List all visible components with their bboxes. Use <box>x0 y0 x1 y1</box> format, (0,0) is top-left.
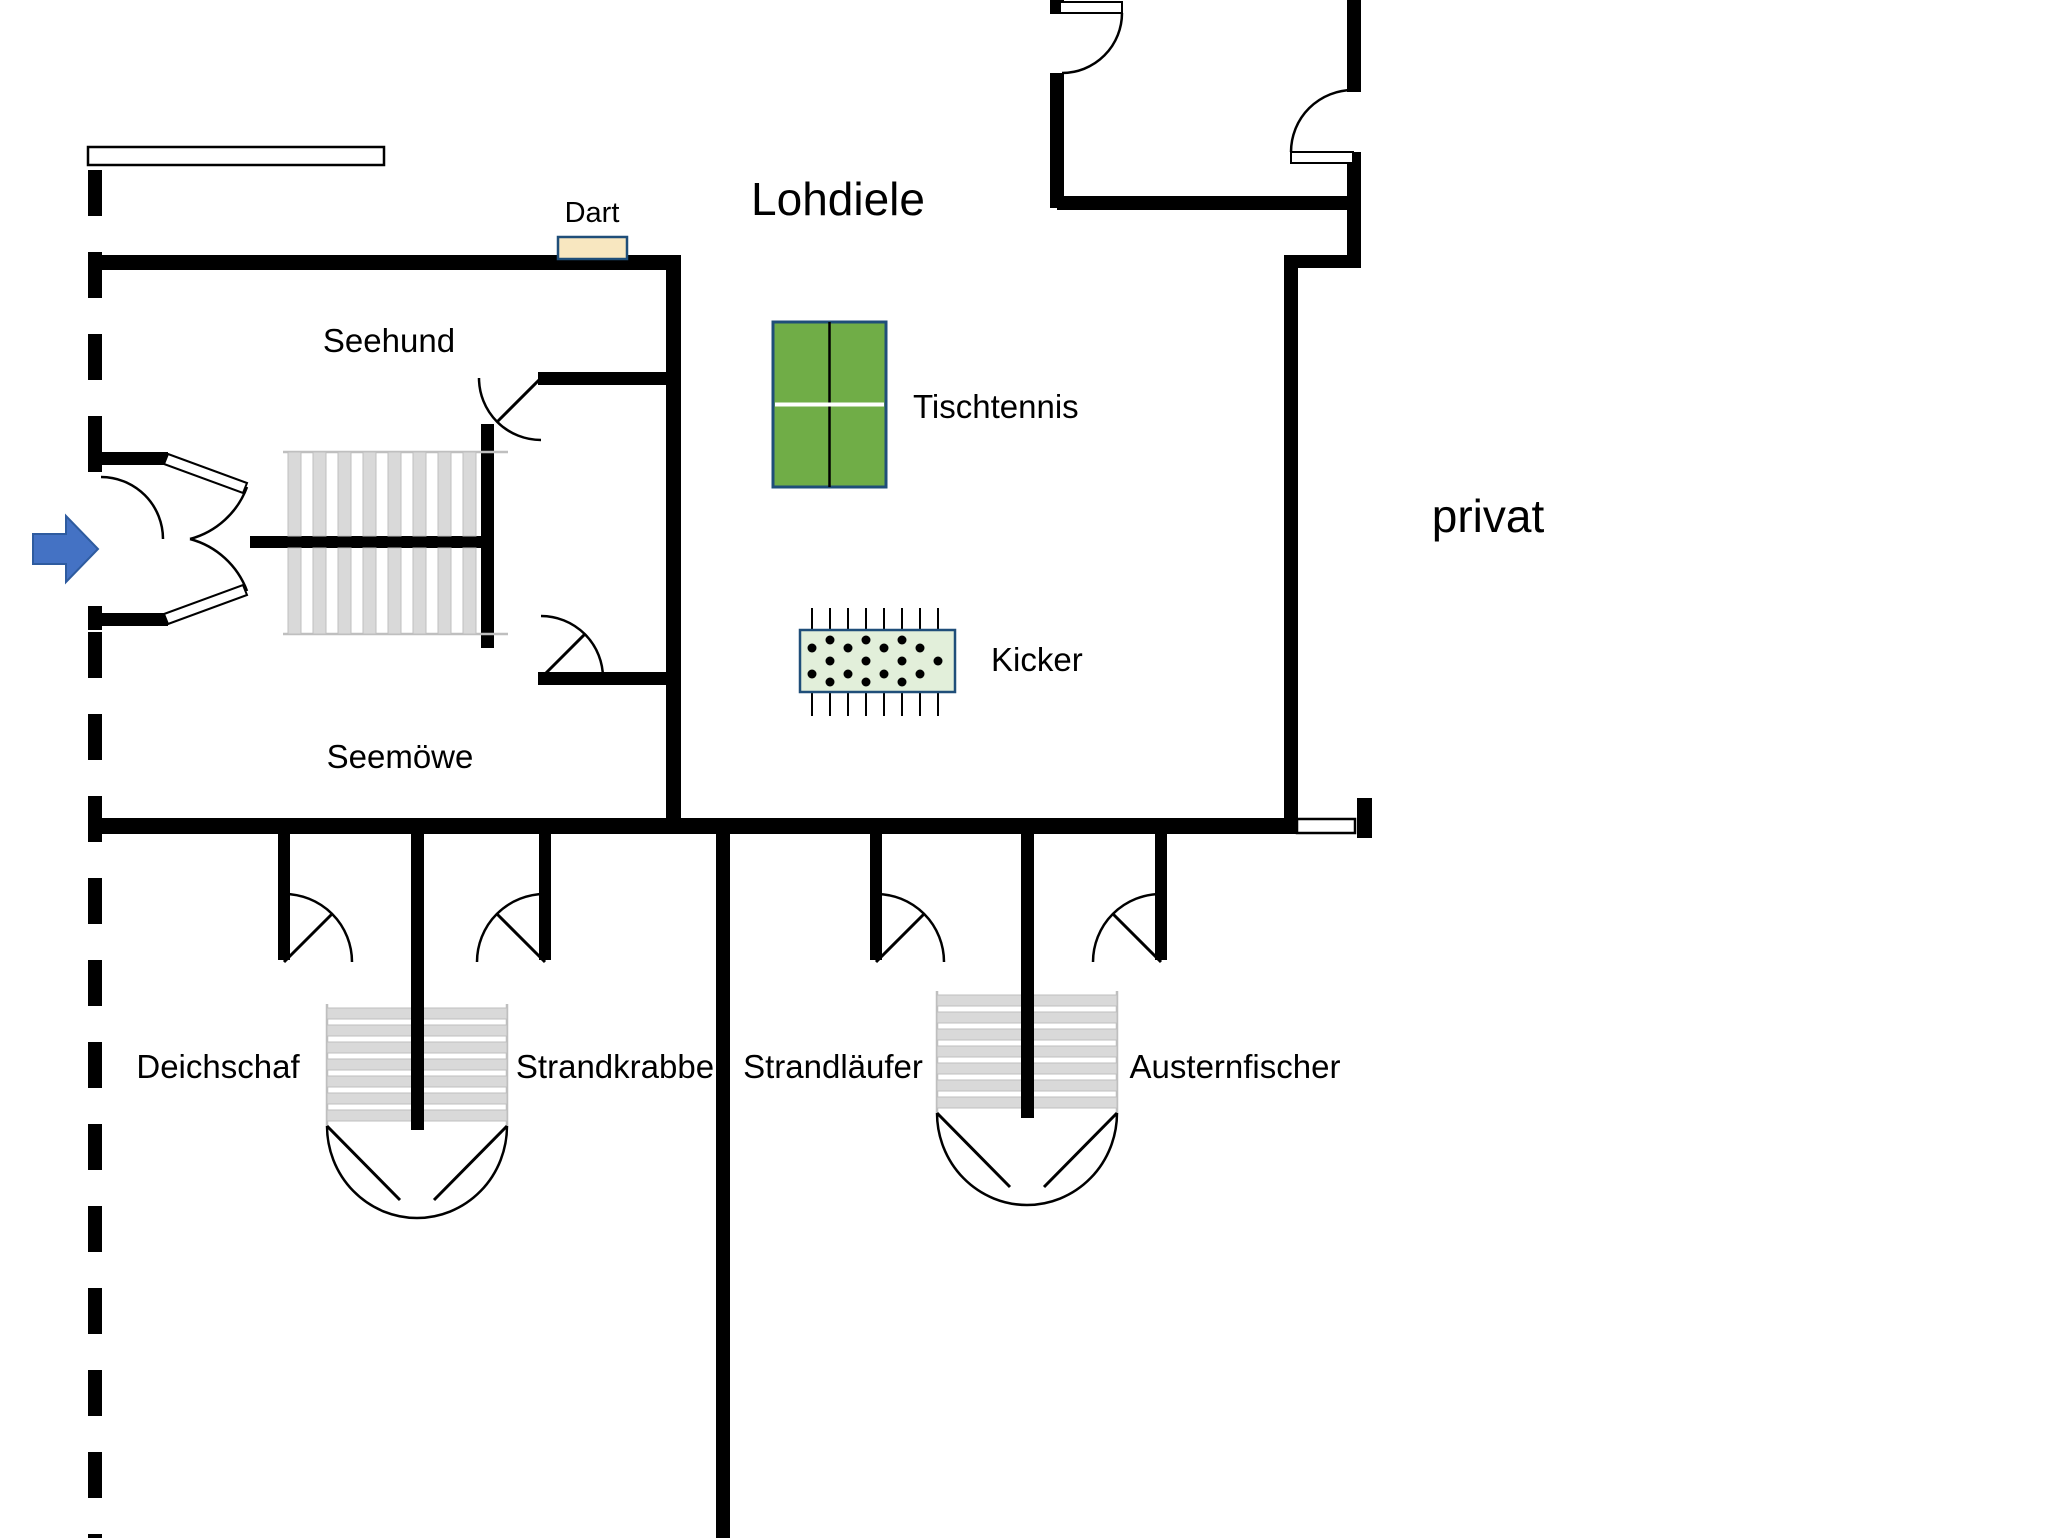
window <box>86 145 386 167</box>
kicker-table <box>798 608 957 716</box>
door-leaf <box>1290 151 1354 164</box>
wall-segment <box>1284 262 1298 822</box>
wall-segment <box>94 452 168 465</box>
labels: Dart Lohdiele Seehund Tischtennis privat… <box>136 173 1544 1085</box>
wall-segment <box>1155 834 1167 960</box>
deichschaf-door <box>282 892 354 964</box>
stair-treads-lower <box>287 547 477 635</box>
strandkrabbe-door <box>475 892 547 964</box>
walls <box>88 0 1372 1538</box>
wall-segment <box>538 372 672 385</box>
window <box>1295 817 1357 835</box>
wall-segment <box>1284 255 1361 268</box>
staircase-lower-left <box>325 960 509 1130</box>
wall-segment <box>1050 73 1064 208</box>
staircase-lower-right <box>935 960 1119 1118</box>
top-right-door-1 <box>1059 1 1124 75</box>
wall-segment <box>538 672 672 685</box>
wall-segment <box>716 834 730 1538</box>
wall-segment <box>1347 0 1361 92</box>
entrance-arrow-icon <box>32 513 100 585</box>
wall-segment <box>1357 798 1372 838</box>
deichschaf-label: Deichschaf <box>136 1048 300 1085</box>
stairs-left-doors <box>325 1124 509 1220</box>
wall-segment <box>94 613 168 626</box>
strandkrabbe-label: Strandkrabbe <box>516 1048 714 1085</box>
doors <box>100 1 1354 1220</box>
kicker-label: Kicker <box>991 641 1083 678</box>
dart-label: Dart <box>565 197 620 229</box>
strandlaeufer-door <box>874 892 946 964</box>
privat-label: privat <box>1432 490 1545 542</box>
seemoewe-label: Seemöwe <box>327 738 474 775</box>
vestibule-door-arc <box>100 475 165 540</box>
wall-segment <box>278 834 290 960</box>
table-tennis-table <box>771 320 888 489</box>
wall-segment <box>95 818 1297 834</box>
austernfischer-door <box>1091 892 1163 964</box>
door-leaf <box>162 583 249 626</box>
wall-segment <box>666 255 681 822</box>
wall-segment <box>101 255 681 270</box>
dart-board <box>556 235 629 261</box>
main-staircase <box>283 450 508 636</box>
stair-treads-upper <box>287 451 477 537</box>
seehund-label: Seehund <box>323 322 455 359</box>
tischtennis-label: Tischtennis <box>913 388 1079 425</box>
stairhall-upper-door <box>477 376 543 442</box>
top-right-door-2 <box>1289 88 1354 164</box>
entrance-double-door <box>100 452 249 626</box>
stairs-right-doors <box>935 1111 1119 1207</box>
strandlaeufer-label: Strandläufer <box>743 1048 923 1085</box>
wall-segment <box>870 834 882 960</box>
wall-segment <box>250 536 492 548</box>
door-leaf <box>1059 1 1123 14</box>
windows <box>86 145 1357 835</box>
wall-segment <box>539 834 551 960</box>
door-leaf <box>162 452 249 495</box>
kicker-players <box>807 635 943 687</box>
austernfischer-label: Austernfischer <box>1130 1048 1341 1085</box>
lohdiele-label: Lohdiele <box>751 173 925 225</box>
wall-segment <box>1057 196 1357 210</box>
stairhall-lower-door <box>539 614 605 680</box>
